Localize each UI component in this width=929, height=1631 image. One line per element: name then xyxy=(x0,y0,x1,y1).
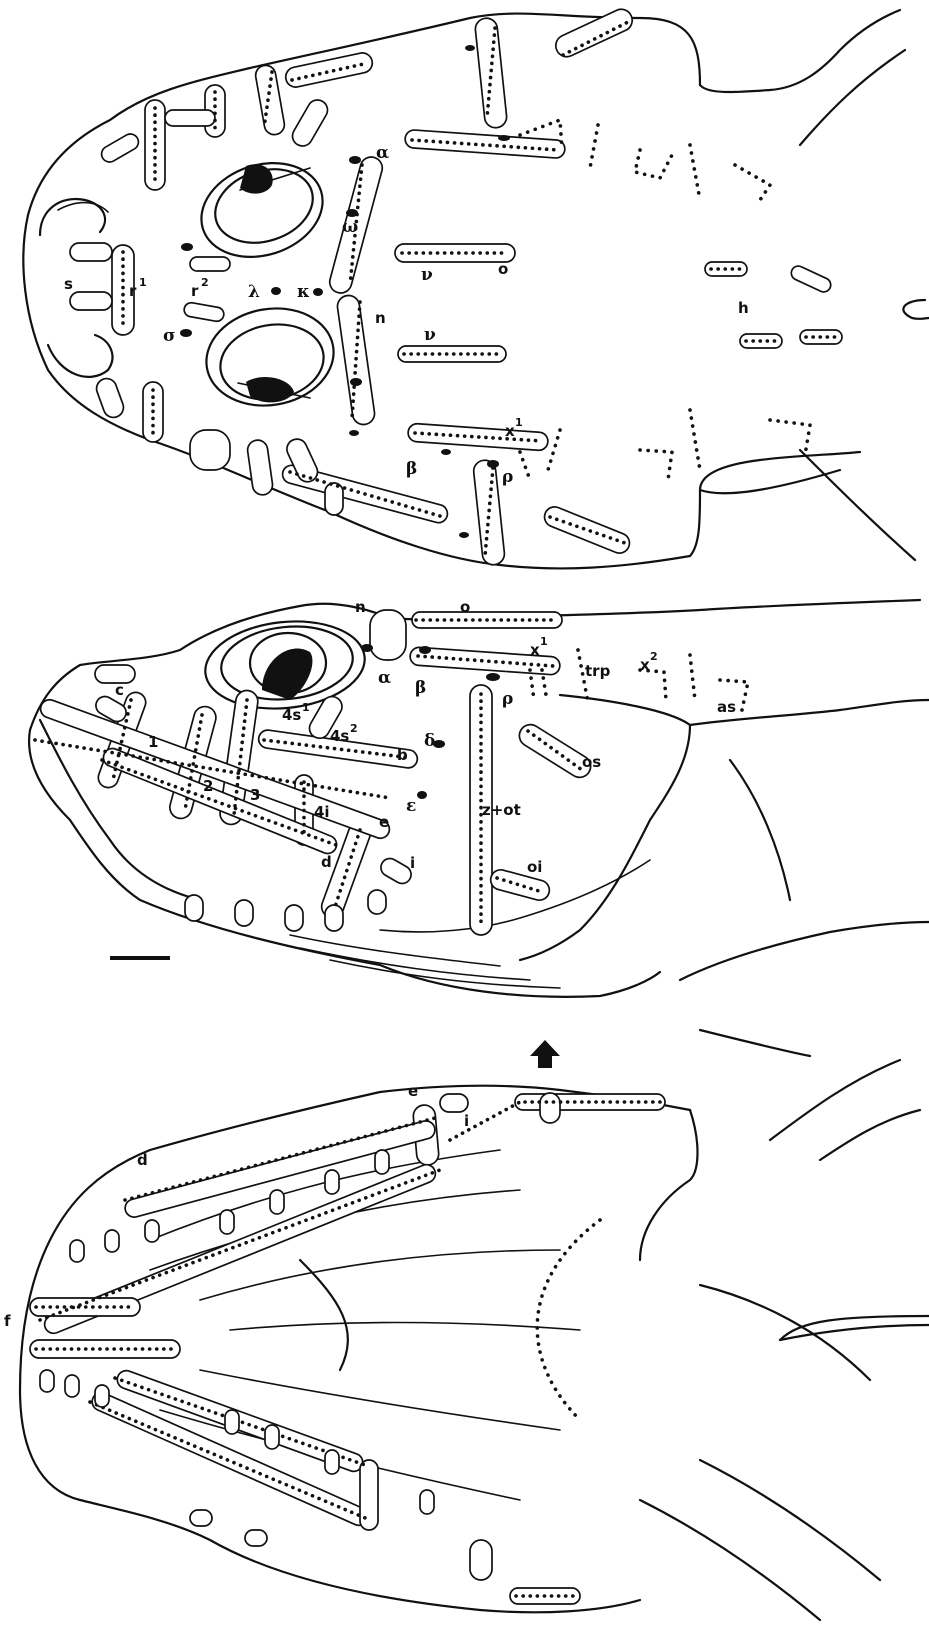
dorsal-label-x1: x xyxy=(505,422,515,440)
lateral-label-4s1: 4s xyxy=(282,706,301,724)
lateral-opercle-curve xyxy=(730,760,790,900)
lateral-label-as: as xyxy=(717,698,736,716)
lateral-label-rho: ρ xyxy=(502,689,513,709)
ventral-lower-fin-rays xyxy=(640,1460,880,1620)
lateral-label-d: d xyxy=(321,853,332,871)
dorsal-label-alpha: α xyxy=(376,143,389,163)
lateral-label-x2-sup: 2 xyxy=(650,650,658,663)
dorsal-snout-fold xyxy=(58,203,108,212)
lateral-label-x2: x xyxy=(640,656,650,674)
lateral-label-3: 3 xyxy=(250,786,260,804)
lateral-label-i: i xyxy=(410,854,415,872)
dorsal-canal-tubes xyxy=(70,6,842,566)
dorsal-label-s: s xyxy=(64,275,73,293)
dorsal-label-lambda: λ xyxy=(248,282,260,302)
dorsal-label-o: o xyxy=(498,260,508,278)
lateral-label-o: o xyxy=(460,598,470,616)
lateral-view-panel: n o x 1 trp x 2 α β ρ as c 4s 1 4s 2 1 2… xyxy=(29,598,929,1068)
dorsal-fin-ray-lower xyxy=(800,450,915,560)
lateral-label-c: c xyxy=(115,681,124,699)
lateral-label-alpha: α xyxy=(378,668,391,688)
dorsal-pectoral-edge xyxy=(700,470,840,493)
lateral-label-4s1-sup: 1 xyxy=(302,701,310,714)
dorsal-label-nu: ν xyxy=(421,265,433,285)
lateral-free-neuromast-rows xyxy=(530,650,748,710)
orientation-arrow xyxy=(530,1040,560,1068)
dorsal-right-edge-curl xyxy=(903,300,929,319)
dorsal-snout-lobe-right xyxy=(48,335,112,377)
lateral-label-oi: oi xyxy=(527,858,542,876)
dorsal-label-omega: ω xyxy=(342,217,358,237)
scale-bar xyxy=(110,956,170,960)
dorsal-label-h: h xyxy=(738,299,749,317)
dorsal-free-neuromast-rows xyxy=(520,120,810,480)
lateral-label-delta: δ xyxy=(424,731,435,751)
dorsal-label-r2: r xyxy=(191,282,199,300)
dorsal-trunk-outline-top xyxy=(700,10,900,92)
lateral-label-os: os xyxy=(582,753,601,771)
lateral-label-4s2-sup: 2 xyxy=(350,722,358,735)
dorsal-label-upsilon: ν xyxy=(424,325,436,345)
lateral-label-1: 1 xyxy=(148,733,158,751)
ventral-label-e: e xyxy=(408,1082,418,1100)
lateral-label-x1: x xyxy=(530,641,540,659)
lateral-label-n: n xyxy=(355,598,366,616)
lateral-cheek-line xyxy=(380,860,650,932)
ventral-label-f: f xyxy=(4,1312,11,1330)
ventral-label-d: d xyxy=(137,1151,148,1169)
ventral-label-i: i xyxy=(464,1112,469,1130)
lateral-label-b: b xyxy=(397,746,408,764)
dorsal-label-r1: r xyxy=(129,282,137,300)
dorsal-fin-ray-upper xyxy=(800,50,905,145)
dorsal-view-panel: α ω ν o s r 1 r 2 λ κ σ n ν h x 1 β ρ xyxy=(23,6,929,569)
lateral-fin-line xyxy=(700,1030,810,1056)
dorsal-label-r2-sup: 2 xyxy=(201,276,209,289)
lateral-label-2: 2 xyxy=(203,777,213,795)
lateral-label-z-ot: z+ot xyxy=(482,801,521,819)
lateral-label-trp: trp xyxy=(585,662,611,680)
lateral-label-e: e xyxy=(379,813,389,831)
dorsal-label-x1-sup: 1 xyxy=(515,416,523,429)
ventral-fin-upper-2 xyxy=(820,1110,920,1160)
ventral-fin-upper xyxy=(770,1060,900,1140)
dorsal-label-rho: ρ xyxy=(502,467,513,487)
ventral-view-panel: e i d f xyxy=(4,1060,929,1620)
lateral-eye xyxy=(201,614,369,716)
dorsal-label-sigma: σ xyxy=(163,326,176,346)
dorsal-label-r1-sup: 1 xyxy=(139,276,147,289)
dorsal-head-outline xyxy=(23,14,860,569)
lateral-label-x1-sup: 1 xyxy=(540,635,548,648)
lateral-label-4s2: 4s xyxy=(330,727,349,745)
lateral-label-beta: β xyxy=(415,678,426,698)
dorsal-upper-eye xyxy=(189,148,335,272)
ventral-throat-curve xyxy=(300,1260,348,1370)
lateral-label-epsilon: ε xyxy=(406,796,416,816)
ventral-right-edge xyxy=(640,1110,698,1260)
lateral-pectoral-lower xyxy=(680,922,929,980)
ventral-fin-lower xyxy=(700,1285,870,1380)
dorsal-label-kappa: κ xyxy=(297,282,310,302)
dorsal-label-n: n xyxy=(375,309,386,327)
lateral-label-4i: 4i xyxy=(314,803,330,821)
dorsal-label-beta: β xyxy=(406,459,417,479)
